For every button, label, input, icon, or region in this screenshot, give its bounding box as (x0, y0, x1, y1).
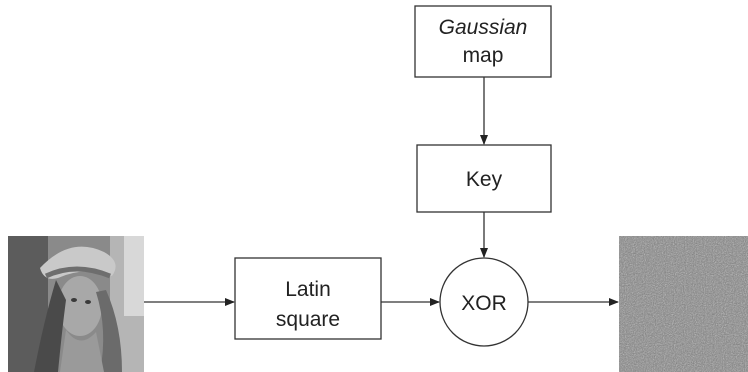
key-box: Key (416, 144, 552, 213)
gaussian-map-label-line2: map (463, 44, 504, 67)
gaussian-map-box: Gaussian map (414, 5, 552, 78)
latin-square-label-line2: square (276, 308, 340, 331)
key-label: Key (466, 168, 503, 191)
latin-square-box: Latin square (234, 257, 382, 340)
latin-square-label-line1: Latin (285, 278, 331, 301)
output-image (619, 236, 748, 372)
input-image (8, 236, 144, 372)
xor-label: XOR (461, 292, 507, 315)
xor-node: XOR (439, 257, 529, 347)
gaussian-map-label-line1: Gaussian (439, 16, 528, 39)
